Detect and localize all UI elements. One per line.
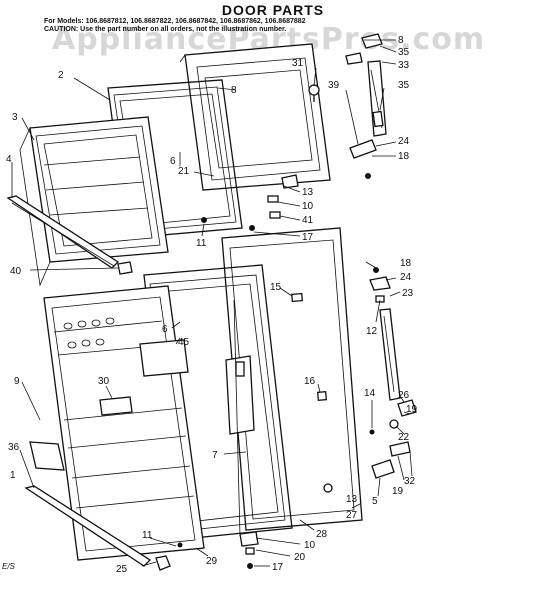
callout: 45 <box>178 337 190 348</box>
callout: 23 <box>402 288 414 299</box>
callout: 30 <box>98 376 110 387</box>
diagram-title: DOOR PARTS <box>221 2 325 18</box>
callout-numbers: 8 35 33 31 35 39 24 18 8 2 3 4 6 21 13 1… <box>6 35 418 575</box>
callout: 1 <box>10 470 16 481</box>
callout: 6 <box>162 324 168 335</box>
callout: 9 <box>14 376 20 387</box>
callout: 32 <box>404 476 416 487</box>
callout: 3 <box>12 112 18 123</box>
callout: 39 <box>328 80 340 91</box>
callout: 8 <box>398 35 404 46</box>
callout: 24 <box>398 136 410 147</box>
callout: 20 <box>294 552 306 563</box>
callout: 22 <box>398 432 410 443</box>
leader-lines <box>11 39 413 567</box>
callout: 12 <box>366 326 378 337</box>
callout: 7 <box>212 450 218 461</box>
callout: 41 <box>302 215 314 226</box>
callout: 26 <box>398 390 410 401</box>
callout: 14 <box>364 388 376 399</box>
callout: 25 <box>116 564 128 575</box>
bottom-hinge-hardware <box>155 531 259 571</box>
callout: 10 <box>302 201 314 212</box>
drawing-code: E/S <box>2 562 15 571</box>
callout: 24 <box>400 272 412 283</box>
callout: 2 <box>58 70 64 81</box>
callout: 8 <box>231 85 237 96</box>
callout: 11 <box>196 238 207 249</box>
callout: 13 <box>302 187 314 198</box>
fresh-food-door-shelf <box>24 441 152 567</box>
callout: 36 <box>8 442 20 453</box>
callout: 5 <box>372 496 378 507</box>
fresh-food-handle <box>369 267 417 479</box>
callout: 19 <box>406 404 418 415</box>
callout: 10 <box>304 540 316 551</box>
callout: 16 <box>304 376 316 387</box>
callout: 17 <box>272 562 284 573</box>
callout: 40 <box>10 266 22 277</box>
callout: 31 <box>292 58 304 69</box>
fresh-food-door-liner <box>43 285 205 561</box>
callout: 17 <box>302 232 314 243</box>
callout: 4 <box>6 154 12 165</box>
callout: 6 <box>170 156 176 167</box>
callout: 11 <box>142 530 153 541</box>
freezer-handle <box>367 60 387 137</box>
callout: 35 <box>398 80 410 91</box>
butter-compartment-buttons <box>63 317 115 349</box>
callout: 18 <box>398 151 410 162</box>
dairy-door-45 <box>139 339 189 377</box>
callout: 15 <box>270 282 282 293</box>
callout: 19 <box>392 486 404 497</box>
freezer-door-shelf <box>6 195 120 269</box>
models-line: For Models: 106.8687812, 106.8687822, 10… <box>44 18 306 25</box>
callout: 29 <box>206 556 218 567</box>
egg-tray-30 <box>99 396 133 416</box>
callout: 28 <box>316 529 328 540</box>
callout: 33 <box>398 60 410 71</box>
top-hinge-hardware <box>117 33 383 275</box>
caution-line: CAUTION: Use the part number on all orde… <box>44 26 287 33</box>
callout: 27 <box>346 510 358 521</box>
freezer-door-panel <box>179 43 331 191</box>
callout: 13 <box>346 494 358 505</box>
shelf-trim-9 <box>29 441 65 471</box>
callout: 35 <box>398 47 410 58</box>
freezer-door-liner <box>19 116 169 287</box>
callout: 21 <box>178 166 190 177</box>
callout: 18 <box>400 258 412 269</box>
